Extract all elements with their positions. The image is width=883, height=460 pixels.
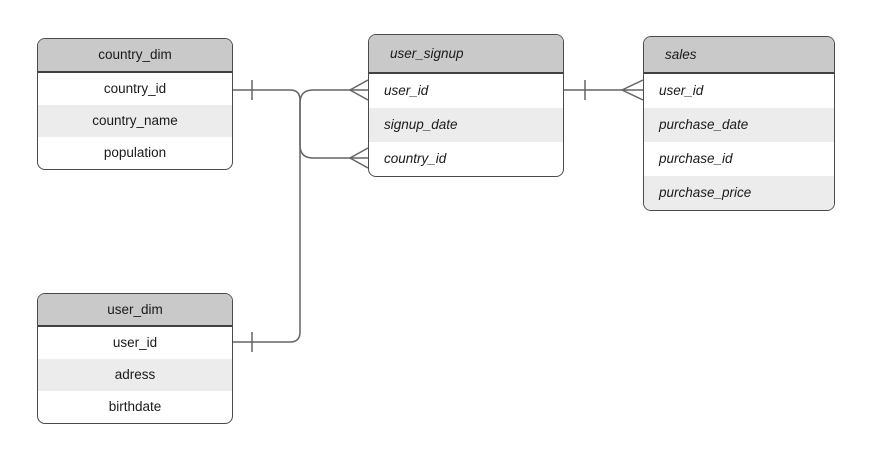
field-row-user_dim-adress[interactable]: adress — [38, 359, 232, 391]
connector-line-user_dim-user_signup[interactable] — [233, 89, 368, 343]
connector-user_signup-sales[interactable] — [564, 79, 644, 101]
field-row-sales-purchase_date[interactable]: purchase_date — [644, 108, 834, 142]
table-title-user_dim[interactable]: user_dim — [38, 294, 232, 327]
field-row-sales-user_id[interactable]: user_id — [659, 83, 704, 98]
field-row-country_dim-country_name[interactable]: country_name — [38, 105, 232, 137]
connector-user_dim-user_signup[interactable] — [233, 79, 369, 352]
table-title-user_signup[interactable]: user_signup — [369, 35, 563, 74]
field-row-country_dim-country_id[interactable]: country_id — [103, 81, 167, 96]
field-row-country_dim-population[interactable]: population — [103, 145, 167, 160]
crow-foot-many-icon — [349, 79, 369, 101]
crow-foot-many-icon — [349, 147, 369, 169]
field-row-sales-purchase_id[interactable]: purchase_id — [659, 151, 733, 166]
crow-foot-many-icon — [621, 79, 644, 101]
field-row-user_signup-signup_date[interactable]: signup_date — [369, 108, 563, 142]
field-row-user_signup-country_id[interactable]: country_id — [384, 151, 447, 166]
table-title-country_dim[interactable]: country_dim — [38, 39, 232, 73]
field-row-user_signup-user_id[interactable]: user_id — [384, 83, 429, 98]
field-row-sales-purchase_price[interactable]: purchase_price — [644, 176, 834, 210]
field-row-user_dim-user_id[interactable]: user_id — [112, 335, 158, 350]
field-row-user_dim-birthdate[interactable]: birthdate — [108, 399, 162, 414]
entity-table-user_signup[interactable]: user_signup user_id signup_date country_id — [368, 34, 564, 177]
table-title-sales[interactable]: sales — [644, 37, 834, 74]
